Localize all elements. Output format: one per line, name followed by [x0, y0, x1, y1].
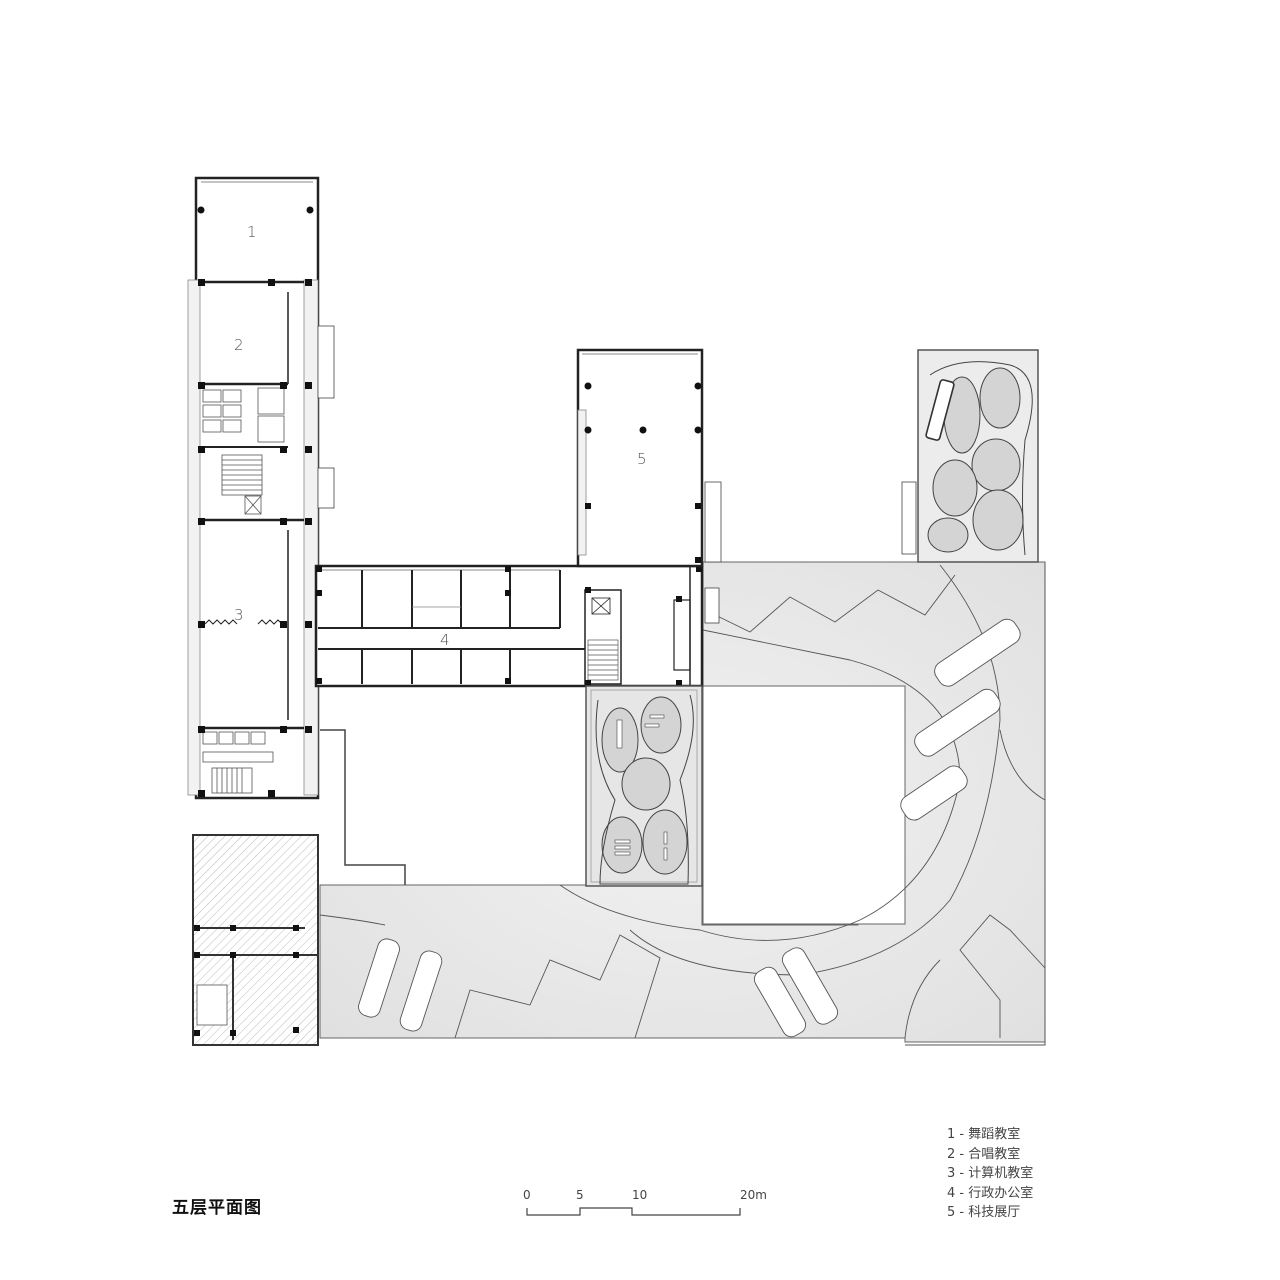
legend-item: 5 - 科技展厅	[947, 1205, 1021, 1220]
room-label-4: 4	[440, 631, 450, 649]
southwest-block	[192, 834, 319, 1046]
office-wing	[314, 564, 720, 688]
legend-item: 3 - 计算机教室	[947, 1166, 1034, 1181]
legend-item: 2 - 合唱教室	[947, 1146, 1021, 1162]
room-label-5: 5	[637, 450, 647, 468]
scale-tick-0: 0	[523, 1188, 531, 1202]
legend-item: 1 - 舞蹈教室	[947, 1127, 1021, 1142]
scale-tick-5: 5	[576, 1188, 584, 1202]
scale-bar: 0 5 10 20m	[523, 1188, 767, 1216]
atrium-garden	[585, 685, 703, 887]
room-label-1: 1	[247, 223, 257, 241]
scale-tick-10: 10	[632, 1188, 647, 1202]
room-label-2: 2	[234, 336, 244, 354]
room-legend: 1 - 舞蹈教室 2 - 合唱教室 3 - 计算机教室 4 - 行政办公室 5 …	[947, 1125, 1033, 1223]
legend-item: 4 - 行政办公室	[947, 1185, 1034, 1201]
exhibit-hall	[576, 348, 722, 568]
drawing-title: 五层平面图	[172, 1198, 262, 1218]
ledge-outline	[320, 729, 406, 885]
roof-garden	[319, 561, 1046, 1046]
west-wing	[187, 176, 335, 800]
east-garden	[901, 349, 1039, 563]
room-label-3: 3	[234, 606, 244, 624]
scale-tick-20m: 20m	[740, 1188, 767, 1202]
